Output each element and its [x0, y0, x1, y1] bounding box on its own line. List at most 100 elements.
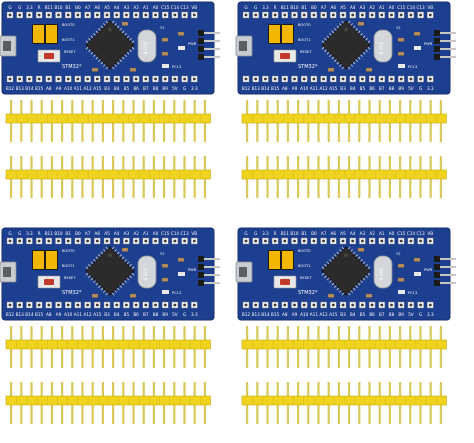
mcu-lead [333, 285, 337, 288]
pin-label-bottom: B8 [389, 312, 395, 317]
mcu-lead [329, 258, 332, 262]
mcu-lead [85, 46, 89, 50]
pin-hole [8, 303, 12, 307]
mcu-lead [100, 61, 104, 65]
pin-label-top: G [244, 231, 247, 236]
pin-hole [28, 303, 31, 307]
pin-label-bottom: 3.3 [427, 312, 434, 317]
mcu-lead [116, 251, 120, 255]
pin-label-bottom: A15 [93, 312, 102, 317]
pin-label-top: B11 [281, 5, 290, 10]
pin-header-strip-2 [241, 156, 447, 198]
pc13-led [162, 64, 169, 68]
mcu-lead [97, 285, 101, 288]
mcu-lead [367, 46, 371, 50]
mcu-lead [329, 280, 332, 284]
pin-label-bottom: A11 [310, 312, 319, 317]
pin-hole [86, 77, 89, 81]
pin-hole [273, 77, 277, 81]
mcu-lead [338, 64, 342, 67]
mcu-lead [352, 287, 356, 291]
pin-hole [105, 303, 109, 307]
pin-hole [115, 239, 119, 243]
smd-component [91, 293, 99, 298]
pin-label-bottom: B14 [25, 86, 34, 91]
pin-label-top: B0 [311, 5, 317, 10]
pin-label-top: 3.3 [262, 5, 269, 10]
swd-header-pin [440, 282, 456, 284]
pin-label-bottom: B6 [133, 312, 139, 317]
mcu-lead [338, 249, 342, 252]
smd-component [365, 293, 373, 298]
crystal-oscillator [373, 29, 393, 63]
mcu-lead [126, 277, 130, 281]
marking-y2: Y2 [396, 26, 400, 30]
pin-label-top: VB [427, 5, 433, 10]
smd-component [129, 293, 137, 298]
pin-hole [28, 239, 31, 243]
pin-label-top: R [38, 5, 41, 10]
pin-header-strip-2 [5, 382, 211, 424]
mcu-lead [105, 292, 109, 296]
pin-label-bottom: B14 [261, 86, 270, 91]
pin-label-top: A7 [85, 5, 91, 10]
smd-component [397, 51, 405, 56]
pin-label-bottom: B4 [350, 86, 356, 91]
pin-hole [105, 239, 109, 243]
pin-hole [144, 239, 148, 243]
mcu-lead [105, 20, 109, 24]
mcu-lead [105, 246, 109, 250]
pin-label-bottom: B5 [360, 86, 366, 91]
mcu-lead [362, 51, 366, 55]
mcu-lead [331, 256, 335, 260]
marking-reset: RESET [64, 50, 76, 54]
marking-pc13: PC13 [408, 291, 417, 295]
mcu-lead [124, 280, 127, 284]
pin-label-bottom: B13 [16, 312, 25, 317]
pin-label-top: C13 [416, 231, 425, 236]
mcu-chip [85, 20, 135, 70]
pin-label-top: A5 [104, 5, 110, 10]
mcu-lead [331, 56, 335, 60]
pin-label-bottom: B7 [143, 86, 149, 91]
mcu-lead [336, 61, 340, 65]
marking-y2: Y2 [160, 26, 164, 30]
pin-hole [331, 239, 335, 243]
swd-header-block [434, 264, 440, 270]
pin-hole [37, 239, 41, 243]
pin-hole [192, 239, 196, 243]
pin-hole [361, 13, 364, 17]
pc13-led [398, 64, 405, 68]
pin-label-bottom: A10 [300, 86, 309, 91]
pin-label-bottom: B8 [389, 86, 395, 91]
mcu-lead [90, 35, 94, 39]
mcu-lead [352, 25, 356, 29]
pin-label-top: G [254, 231, 257, 236]
mcu-lead [336, 251, 340, 255]
pin-label-top: G [18, 5, 21, 10]
mcu-lead [341, 292, 345, 296]
marking-boot0: BOOT0 [298, 23, 311, 27]
mcu-lead [357, 30, 361, 34]
pin-label-top: VB [191, 5, 197, 10]
mcu-lead [114, 290, 118, 293]
smd-component [161, 37, 169, 42]
marking-crystal: 8.000 [379, 267, 385, 280]
pwr-led [178, 46, 185, 50]
smd-component [413, 31, 421, 36]
pin-hole [244, 77, 248, 81]
smd-component [129, 67, 137, 72]
pin-label-top: VB [191, 231, 197, 236]
pin-hole [390, 77, 393, 81]
swd-header-pin [440, 266, 456, 268]
pin-label-top: C15 [161, 5, 170, 10]
mcu-lead [116, 61, 120, 65]
pin-label-top: B0 [311, 231, 317, 236]
pin-hole [380, 239, 384, 243]
mcu-chip [321, 246, 371, 296]
marking-boot1: BOOT1 [298, 264, 311, 268]
pin-label-top: A3 [360, 5, 366, 10]
pin-label-bottom: B9 [162, 86, 168, 91]
